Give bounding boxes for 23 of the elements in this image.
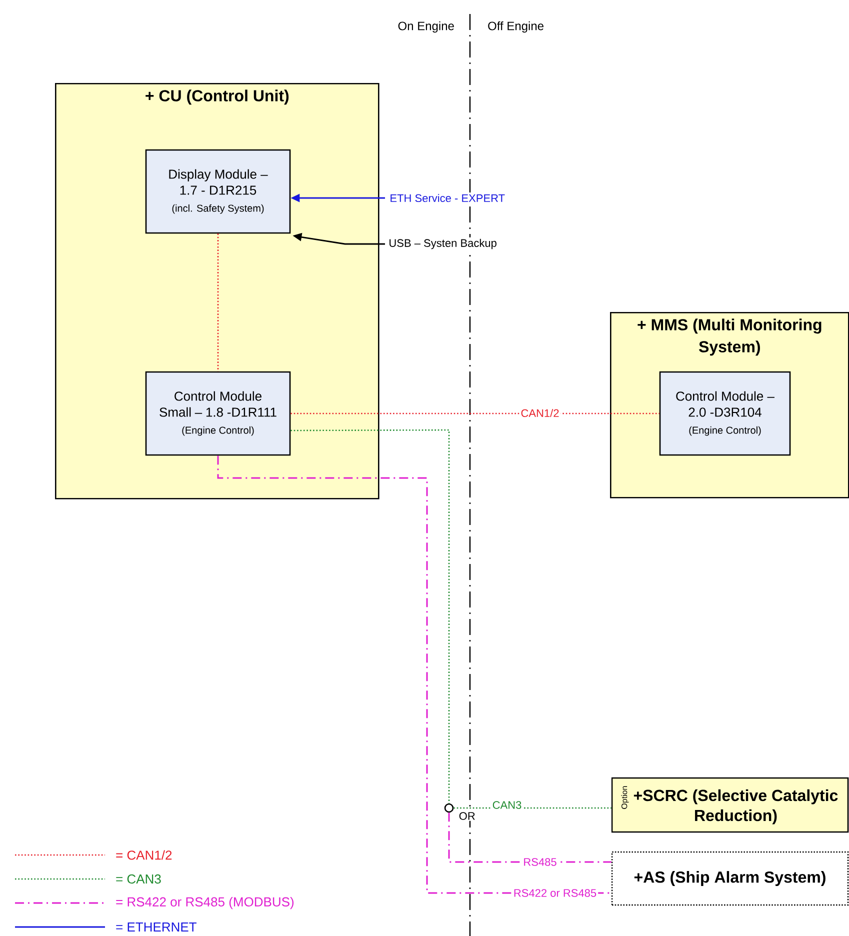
legend-text: = ETHERNET	[116, 922, 196, 932]
edge-label: USB – Systen Backup	[387, 237, 498, 251]
connector-line	[217, 234, 219, 372]
junction-circle	[444, 803, 454, 813]
system-box: Option +SCRC (Selective Catalytic Reduction)	[611, 777, 849, 833]
legend-text: = RS422 or RS485 (MODBUS)	[116, 896, 294, 910]
legend-text: = CAN1/2	[116, 850, 172, 860]
edge-label: CAN1/2	[519, 407, 561, 419]
module-box: Display Module – 1.7 - D1R215 (incl. Safety System)	[145, 149, 291, 234]
connector-line	[290, 412, 660, 414]
edge-label: RS422 or RS485	[512, 888, 598, 898]
edge-label: ETH Service - EXPERT	[388, 192, 507, 204]
connector-line	[290, 429, 450, 804]
legend-text: = CAN3	[116, 874, 161, 884]
junction-label: OR	[458, 811, 476, 821]
system-box: +AS (Ship Alarm System)	[611, 851, 849, 906]
connector-line	[217, 456, 612, 894]
region-label: Off Engine	[488, 21, 544, 33]
module-box: Control Module – 2.0 -D3R104 (Engine Control)	[659, 371, 791, 456]
module-box: Control Module Small – 1.8 -D1R111 (Engine Control)	[145, 371, 291, 456]
region-label: On Engine	[398, 21, 454, 33]
edge-label: RS485	[522, 856, 558, 868]
edge-label: CAN3	[490, 800, 524, 810]
